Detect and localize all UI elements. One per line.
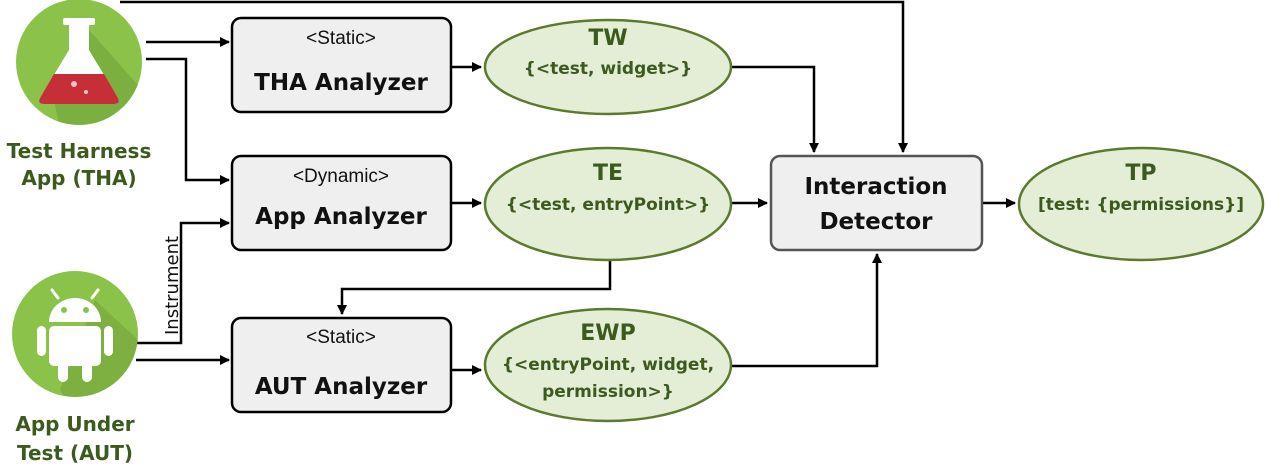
aut-label-line2: Test (AUT) <box>17 441 133 465</box>
tp-body: [test: {permissions}] <box>1038 195 1244 215</box>
edge-tha-to-interaction-detector <box>120 0 908 153</box>
edges: Instrument <box>120 0 1016 375</box>
ewp-body-line1: {<entryPoint, widget, <box>502 355 714 375</box>
te-title: TE <box>593 161 623 186</box>
app-analyzer-title: App Analyzer <box>255 204 427 230</box>
interaction-detector-title-line1: Interaction <box>804 174 947 200</box>
tp-title: TP <box>1125 161 1156 186</box>
tw-body: {<test, widget>} <box>524 59 693 79</box>
ewp-body-line2: permission>} <box>542 382 674 402</box>
te-body: {<test, entryPoint>} <box>506 195 710 215</box>
android-icon <box>12 271 138 397</box>
aut-analyzer-title: AUT Analyzer <box>255 374 428 400</box>
edge-tha-to-app-analyzer <box>146 57 230 185</box>
app-analyzer-tag: <Dynamic> <box>293 166 389 187</box>
interaction-detector-box: Interaction Detector <box>769 154 984 252</box>
aut-app: App Under Test (AUT) <box>12 271 138 465</box>
flask-icon <box>16 0 142 125</box>
aut-analyzer-box: <Static> AUT Analyzer <box>230 316 453 414</box>
tha-label-line1: Test Harness <box>7 139 152 163</box>
tha-app: Test Harness App (THA) <box>7 0 152 190</box>
tha-analyzer-tag: <Static> <box>306 28 376 49</box>
tw-title: TW <box>588 26 627 51</box>
instrument-label: Instrument <box>162 236 183 335</box>
edge-ewp-to-interaction-detector <box>731 253 882 368</box>
tha-analyzer-box: <Static> THA Analyzer <box>230 16 453 114</box>
tw-node: TW {<test, widget>} <box>483 18 733 116</box>
ewp-title: EWP <box>580 321 635 346</box>
edge-aut-instrument-to-app-analyzer <box>136 218 230 345</box>
ewp-node: EWP {<entryPoint, widget, permission>} <box>483 307 733 423</box>
aut-analyzer-tag: <Static> <box>306 327 376 348</box>
te-node: TE {<test, entryPoint>} <box>483 146 733 262</box>
app-analyzer-box: <Dynamic> App Analyzer <box>230 154 453 252</box>
edge-te-to-aut-analyzer <box>337 259 612 315</box>
edge-tw-to-interaction-detector <box>731 65 819 153</box>
interaction-detector-title-line2: Detector <box>819 209 933 235</box>
tp-node: TP [test: {permissions}] <box>1017 146 1265 262</box>
tha-analyzer-title: THA Analyzer <box>254 70 428 96</box>
tha-label-line2: App (THA) <box>21 166 136 190</box>
aut-label-line1: App Under <box>15 412 134 436</box>
